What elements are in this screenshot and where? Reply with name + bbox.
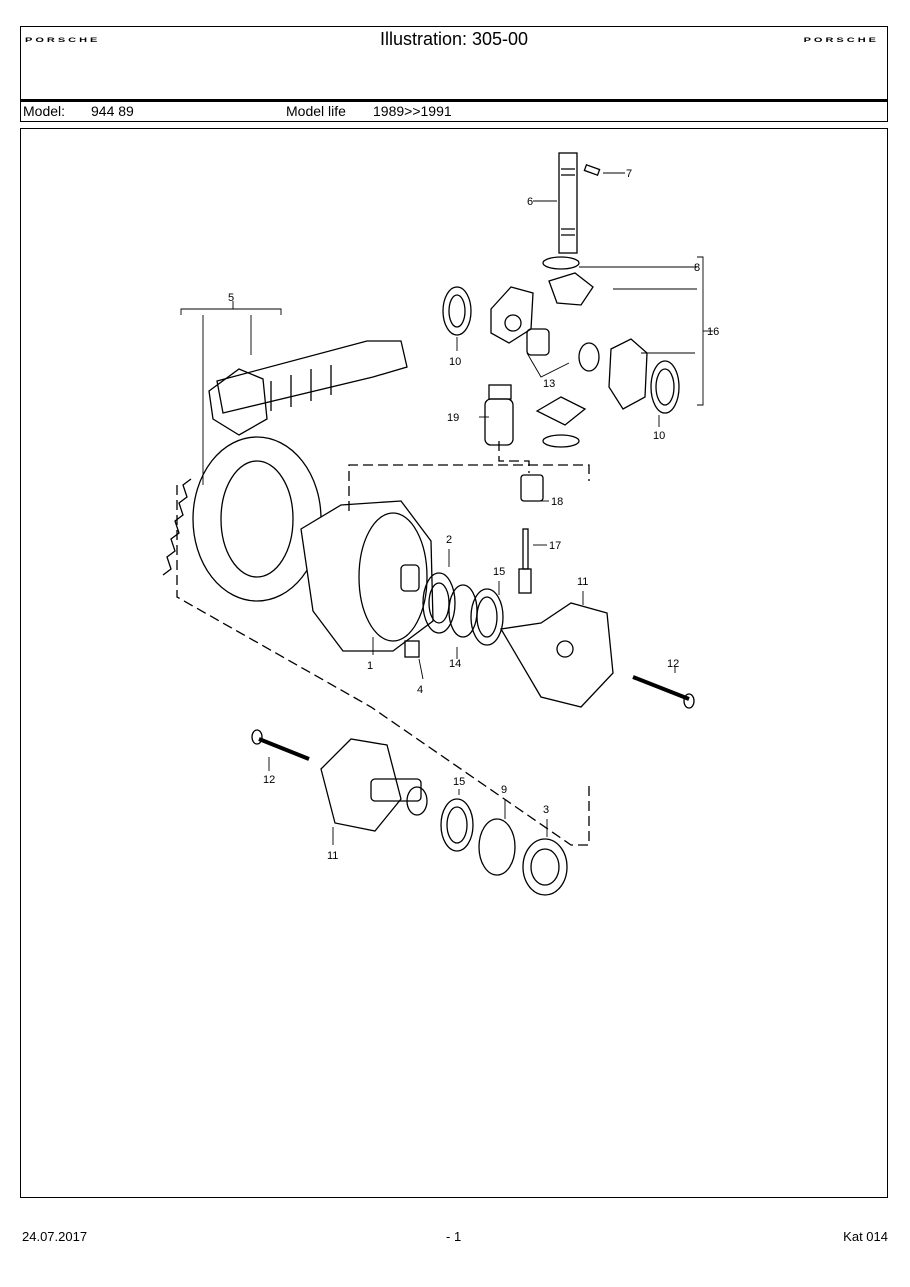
callout-6: 6 <box>527 196 533 208</box>
callout-18: 18 <box>551 496 563 508</box>
header-divider <box>21 99 887 102</box>
callout-19: 19 <box>447 412 459 424</box>
callout-10-left: 10 <box>449 356 461 368</box>
model-value: 944 89 <box>91 103 134 119</box>
footer-date: 24.07.2017 <box>22 1229 88 1244</box>
model-life-label: Model life <box>286 103 346 119</box>
model-life-value: 1989>>1991 <box>373 103 452 119</box>
footer-page-number: - 1 <box>446 1229 462 1244</box>
callout-11-upper: 11 <box>577 576 588 588</box>
callout-13: 13 <box>543 378 555 390</box>
callout-8: 8 <box>694 262 700 274</box>
header-box: PORSCHE Illustration: 305-00 PORSCHE Mod… <box>20 26 888 122</box>
model-label: Model: <box>23 103 66 119</box>
footer-catalog: Kat 014 <box>843 1229 888 1244</box>
callout-1: 1 <box>367 660 373 672</box>
model-row: Model: 944 89 Model life 1989>>1991 <box>21 102 887 122</box>
callout-labels: 6 7 8 16 5 10 10 13 19 18 17 2 15 11 1 4… <box>228 168 719 862</box>
dashed-assembly-lines <box>176 441 590 846</box>
callout-16: 16 <box>707 326 719 338</box>
exploded-parts-diagram: 6 7 8 16 5 10 10 13 19 18 17 2 15 11 1 4… <box>162 152 719 896</box>
callout-11-lower: 11 <box>327 850 338 862</box>
callout-4: 4 <box>417 684 423 696</box>
callout-9: 9 <box>501 784 507 796</box>
porsche-logo-right: PORSCHE <box>803 37 879 44</box>
illustration-frame: 6 7 8 16 5 10 10 13 19 18 17 2 15 11 1 4… <box>20 128 888 1198</box>
parts-drawing <box>162 152 695 896</box>
callout-17: 17 <box>549 540 561 552</box>
leader-lines <box>180 172 713 845</box>
callout-12-right: 12 <box>667 658 679 670</box>
callout-15-upper: 15 <box>493 566 505 578</box>
callout-2: 2 <box>446 534 452 546</box>
callout-7: 7 <box>626 168 632 180</box>
callout-12-left: 12 <box>263 774 275 786</box>
callout-3: 3 <box>543 804 549 816</box>
callout-5: 5 <box>228 292 234 304</box>
porsche-logo-left: PORSCHE <box>25 37 101 44</box>
callout-15-lower: 15 <box>453 776 465 788</box>
page-title: Illustration: 305-00 <box>379 29 529 49</box>
callout-10-right: 10 <box>653 430 665 442</box>
callout-14: 14 <box>449 658 461 670</box>
